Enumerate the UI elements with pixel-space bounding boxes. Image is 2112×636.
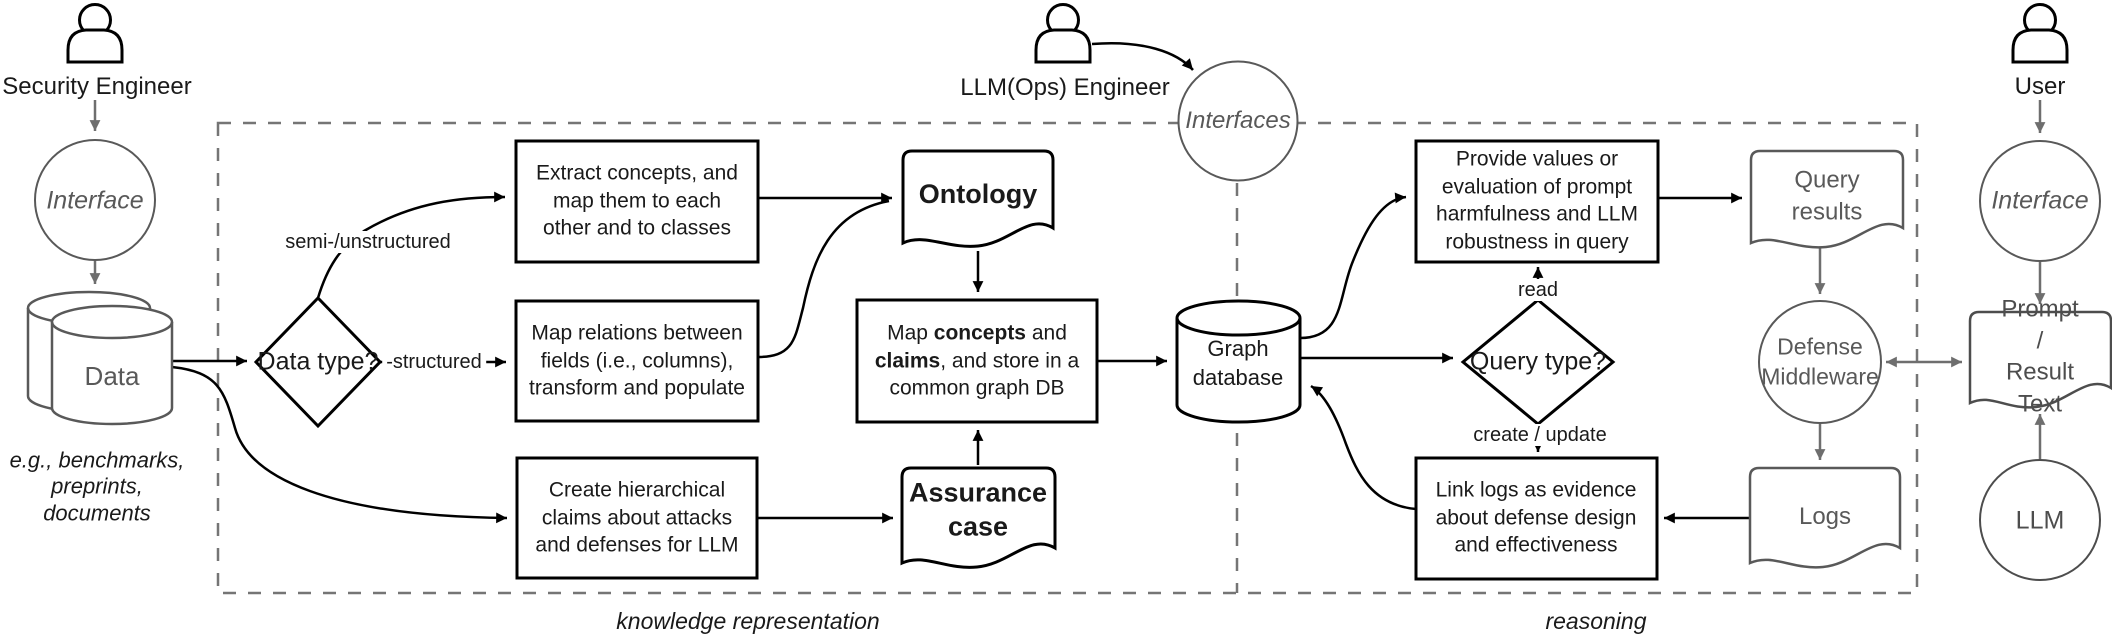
defense-middleware-circle [1758,300,1882,424]
llmops-engineer-person-icon [1034,3,1092,64]
arrow-linklogs-to-graphdb [1310,384,1417,511]
user-person-icon [2011,3,2069,64]
map-relations-box [514,299,760,423]
graph-database-cylinder [1175,299,1302,424]
interfaces-top-label: Interfaces [1185,107,1291,135]
prompt-result-label: Prompt / Result Text [2001,295,2079,418]
interface-right-label: Interface [1991,186,2089,215]
prompt-result-document [1968,310,2112,409]
provide-values-box [1414,139,1660,264]
interface-left-label: Interface [46,186,144,215]
map-concepts-seg3: and [1031,321,1067,345]
data-cylinder-label: Data [84,360,140,391]
extract-concepts-box [514,139,760,264]
query-results-label: Query results [1791,166,1863,225]
knowledge-representation-section-label: knowledge representation [616,607,880,634]
llm-circle [1979,459,2101,581]
llmops-engineer-label: LLM(Ops) Engineer [960,74,1170,102]
map-concepts-text: Map concepts and claims, and store in a … [860,319,1094,402]
arrow-maprelations-to-ontology [757,199,890,359]
create-claims-text: Create hierarchical claims about attacks… [535,478,739,557]
map-concepts-seg5: , and store in a common graph DB [889,349,1080,400]
logs-document [1748,466,1902,569]
llm-label: LLM [2015,506,2065,535]
provide-values-text: Provide values or evaluation of prompt h… [1436,147,1638,254]
link-logs-box [1414,456,1659,581]
link-logs-text: Link logs as evidence about defense desi… [1435,478,1637,557]
map-concepts-seg2-bold: concepts [933,321,1026,345]
arrow-llmops-to-interfaces [1091,42,1194,71]
graph-database-label: Graph database [1192,335,1284,390]
map-concepts-box [855,298,1099,424]
interfaces-top-circle [1177,60,1299,182]
query-type-label: Query type? [1469,347,1607,376]
arrow-data-to-createclaims [171,365,508,524]
assurance-case-document [900,466,1057,569]
logs-label: Logs [1798,503,1852,531]
reasoning-section-label: reasoning [1545,607,1647,634]
read-edge-label: read [1513,279,1563,301]
arrow-datatype-to-extract [316,191,506,299]
interface-left-circle [34,139,156,261]
data-cylinder-front [50,304,174,426]
user-label: User [2014,73,2066,101]
map-concepts-seg1: Map [887,321,934,345]
map-relations-text: Map relations between fields (i.e., colu… [529,321,745,400]
security-engineer-label: Security Engineer [2,73,192,101]
semi-unstructured-edge-label: semi-/unstructured [281,231,455,253]
data-type-diamond [253,295,383,429]
arrow-graphdb-to-providevalues [1299,192,1407,340]
ontology-document [901,149,1055,248]
query-results-document [1749,149,1905,249]
data-type-label: Data type? [257,347,379,376]
ontology-label: Ontology [918,179,1038,210]
interface-right-circle [1979,140,2101,262]
defense-middleware-label: Defense Middleware [1761,333,1879,390]
create-claims-box [515,456,759,580]
security-engineer-person-icon [66,3,124,64]
assurance-case-label: Assurance case [908,477,1048,541]
map-concepts-seg4-bold: claims [874,349,941,373]
create-update-edge-label: create / update [1469,424,1611,446]
extract-concepts-text: Extract concepts, and map them to each o… [536,161,738,240]
structured-edge-label: -structured [382,351,486,373]
data-examples-note: e.g., benchmarks, preprints, documents [9,447,185,526]
